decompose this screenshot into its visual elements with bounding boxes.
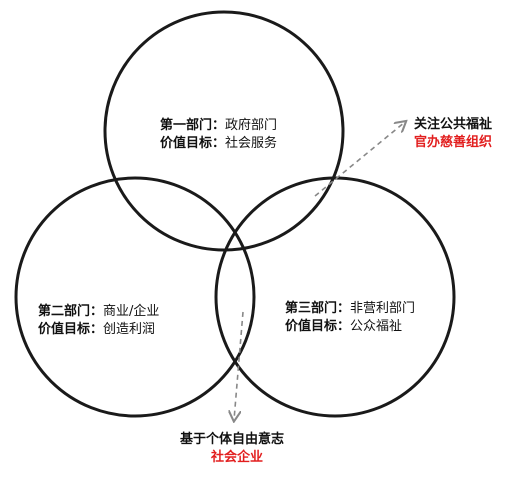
nonprofit-dept-line: 第三部门：非营利部门	[285, 300, 415, 318]
arrow-to-social-enterprise	[234, 311, 244, 420]
official-charity-label: 官办慈善组织	[414, 135, 493, 150]
circle-nonprofit	[214, 176, 456, 418]
social-enterprise-label: 社会企业	[211, 450, 264, 465]
business-dept-line: 第二部门：商业/企业	[38, 303, 159, 321]
nonprofit-dept-value: 非营利部门	[350, 301, 416, 316]
business-goal-label: 价值目标：	[38, 322, 104, 337]
nonprofit-goal-label: 价值目标：	[285, 319, 351, 334]
business-goal-line: 价值目标：创造利润	[38, 321, 155, 339]
arrow-to-official-charity	[314, 122, 405, 197]
government-dept-line: 第一部门：政府部门	[160, 117, 277, 135]
government-dept-label: 第一部门：	[160, 118, 226, 133]
business-goal-value: 创造利润	[103, 322, 156, 337]
free-will-label: 基于个体自由意志	[180, 432, 285, 447]
government-goal-label: 价值目标：	[160, 136, 226, 151]
government-dept-value: 政府部门	[225, 118, 278, 133]
nonprofit-dept-label: 第三部门：	[285, 301, 351, 316]
public-welfare-label: 关注公共福祉	[414, 117, 493, 132]
business-dept-value: 商业/企业	[103, 304, 160, 319]
circle-government	[103, 10, 345, 252]
circle-business	[14, 176, 256, 418]
nonprofit-goal-line: 价值目标：公众福祉	[285, 318, 402, 336]
government-goal-line: 价值目标：社会服务	[160, 135, 277, 153]
nonprofit-goal-value: 公众福祉	[350, 319, 403, 334]
government-goal-value: 社会服务	[225, 136, 278, 151]
business-dept-label: 第二部门：	[38, 304, 104, 319]
